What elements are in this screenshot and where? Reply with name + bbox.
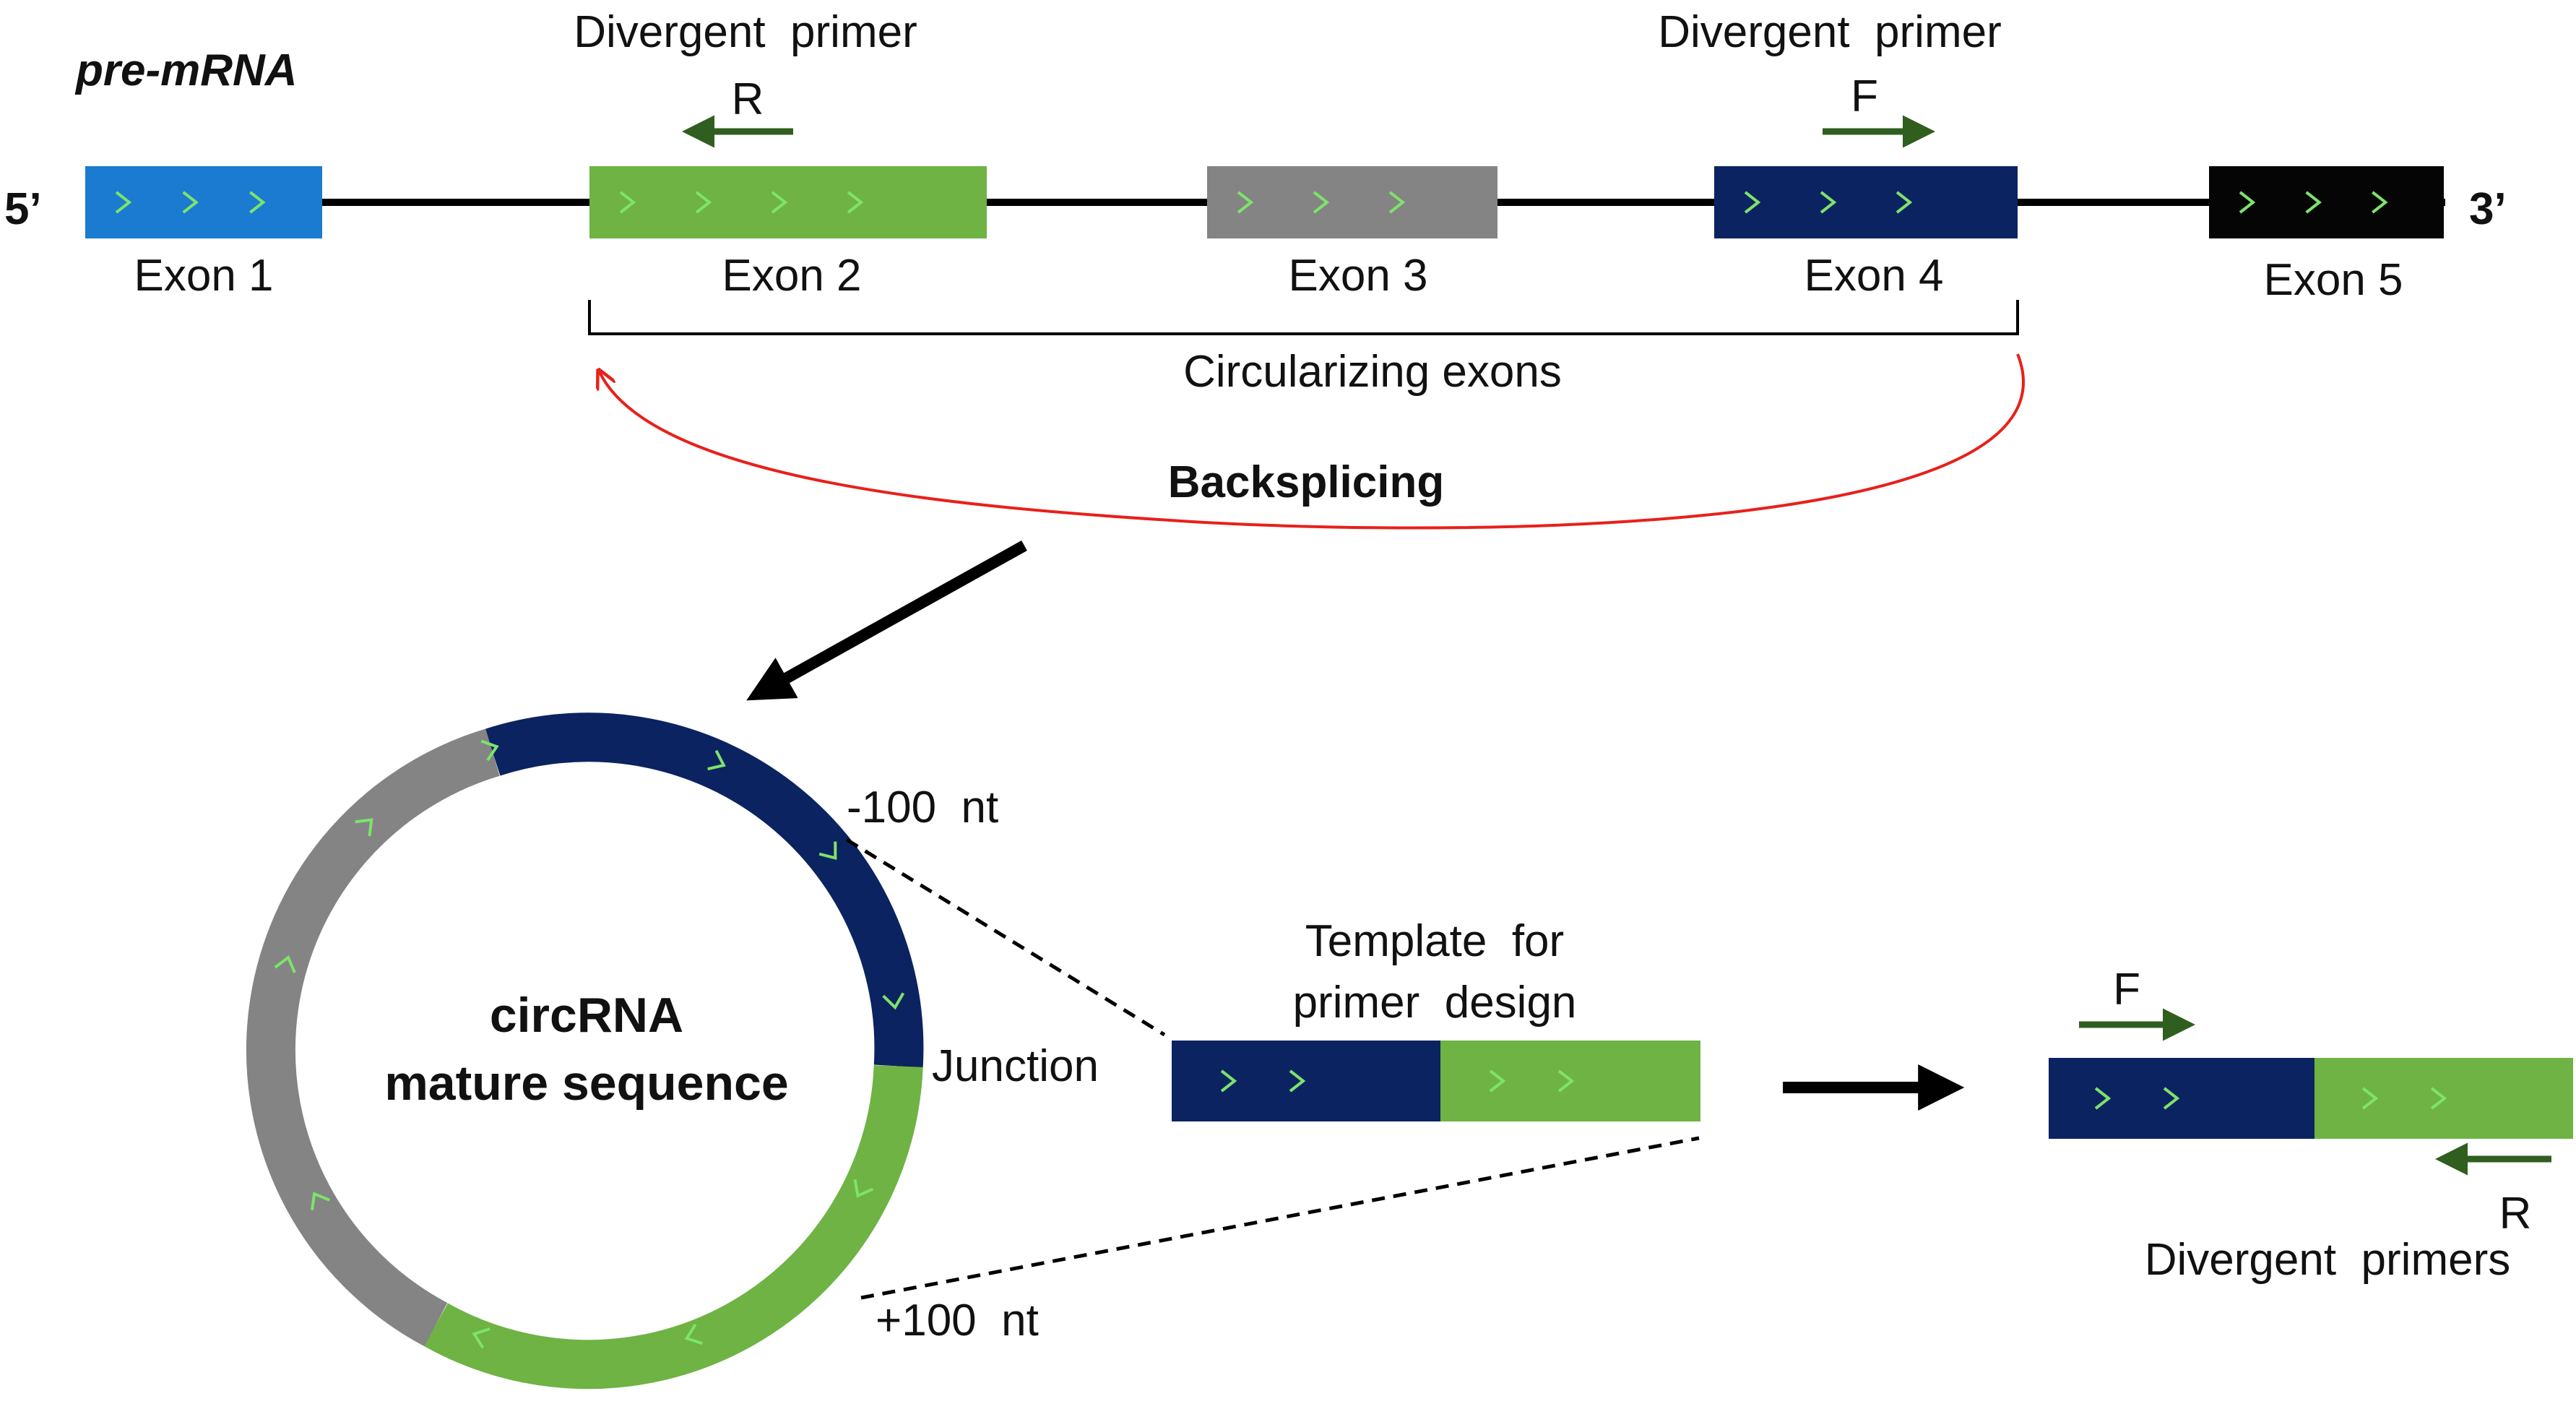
plus-100nt-label: +100 nt: [876, 1296, 1039, 1345]
exon-1-label: Exon 1: [134, 251, 273, 301]
direction-mark: [1289, 1069, 1306, 1093]
divergent-forward-letter: F: [2113, 965, 2140, 1015]
direction-mark: [1744, 191, 1761, 214]
direction-mark: [1313, 191, 1330, 214]
direction-mark: [771, 191, 788, 214]
circularizing-bracket: [588, 300, 2019, 335]
divergent-reverse-letter: R: [2499, 1189, 2532, 1239]
direction-mark: [1820, 191, 1837, 214]
ring-direction-mark: [707, 749, 726, 771]
exon-4: Exon 4: [1714, 166, 2018, 301]
direction-mark: [115, 191, 132, 214]
ring-direction-mark: [882, 992, 905, 1010]
divergent-exon4-part: [2049, 1058, 2314, 1139]
backsplicing-label: Backsplicing: [1168, 457, 1444, 507]
zoom-line-top: [845, 837, 1166, 1037]
exon-3-box: [1207, 166, 1497, 238]
three-prime-label: 3’: [2469, 184, 2507, 234]
ring-direction-mark: [684, 1323, 703, 1345]
direction-mark: [249, 191, 266, 214]
process-arrow-down: [746, 540, 1027, 701]
ring-segment-exon2: [423, 1065, 923, 1390]
direction-mark: [182, 191, 199, 214]
direction-mark: [1220, 1069, 1237, 1093]
direction-mark: [1388, 191, 1406, 214]
forward-primer-caption: Divergent primer: [1658, 7, 2001, 57]
pre-mrna-title: pre-mRNA: [74, 46, 298, 95]
exon-4-label: Exon 4: [1804, 251, 1943, 301]
direction-mark: [2163, 1087, 2180, 1110]
direction-mark: [1896, 191, 1913, 214]
circrna-title-line2: mature sequence: [384, 1056, 788, 1111]
direction-mark: [1557, 1069, 1575, 1093]
exon-5-box: [2209, 166, 2444, 238]
ring-direction-mark: [472, 1327, 490, 1349]
exon-2-label: Exon 2: [722, 251, 861, 301]
template-sequence: [1172, 1041, 1700, 1121]
ring-direction-mark: [355, 818, 373, 837]
direction-mark: [2305, 191, 2322, 214]
minus-100nt-label: -100 nt: [847, 783, 998, 832]
direction-mark: [2430, 1087, 2447, 1110]
ring-direction-mark: [274, 955, 296, 973]
ring-segment-exon4: [485, 712, 924, 1068]
direction-mark: [847, 191, 864, 214]
divergent-primers-caption: Divergent primers: [2145, 1235, 2510, 1285]
exon-5-label: Exon 5: [2263, 255, 2403, 305]
direction-mark: [1489, 1069, 1506, 1093]
ring-direction-mark: [853, 1179, 874, 1198]
exon-2: Exon 2: [589, 166, 987, 301]
direction-mark: [619, 191, 636, 214]
exon-4-box: [1714, 166, 2018, 238]
circularizing-label: Circularizing exons: [1183, 347, 1562, 397]
ring-direction-mark: [310, 1192, 330, 1211]
direction-mark: [2239, 191, 2256, 214]
five-prime-label: 5’: [4, 184, 42, 234]
template-title-line2: primer design: [1293, 978, 1577, 1028]
direction-mark: [695, 191, 712, 214]
reverse-primer-caption: Divergent primer: [574, 7, 917, 57]
direction-mark: [2372, 191, 2388, 214]
ring-segment-exon3: [246, 728, 500, 1347]
junction-label: Junction: [932, 1041, 1099, 1091]
backsplicing-arrow: [600, 353, 2025, 530]
zoom-line-bottom: [860, 1136, 1700, 1300]
reverse-primer-letter: R: [732, 74, 764, 124]
forward-primer-letter: F: [1851, 72, 1878, 121]
direction-mark: [2361, 1087, 2379, 1110]
circrna-ring: [246, 712, 924, 1390]
exon-5: Exon 5: [2209, 166, 2444, 305]
template-title-line1: Template for: [1305, 916, 1564, 966]
exon-1-box: [85, 166, 322, 238]
direction-mark: [1237, 191, 1254, 214]
exon-3-label: Exon 3: [1288, 251, 1427, 301]
divergent-primer-sequence: [2049, 1058, 2573, 1139]
circrna-title-line1: circRNA: [490, 988, 683, 1043]
exon-2-box: [589, 166, 987, 238]
exon-3: Exon 3: [1207, 166, 1497, 301]
ring-direction-mark: [480, 739, 499, 762]
exon-1: Exon 1: [85, 166, 322, 301]
direction-mark: [2094, 1087, 2112, 1110]
template-exon4-part: [1172, 1041, 1440, 1121]
ring-direction-mark: [818, 841, 837, 860]
